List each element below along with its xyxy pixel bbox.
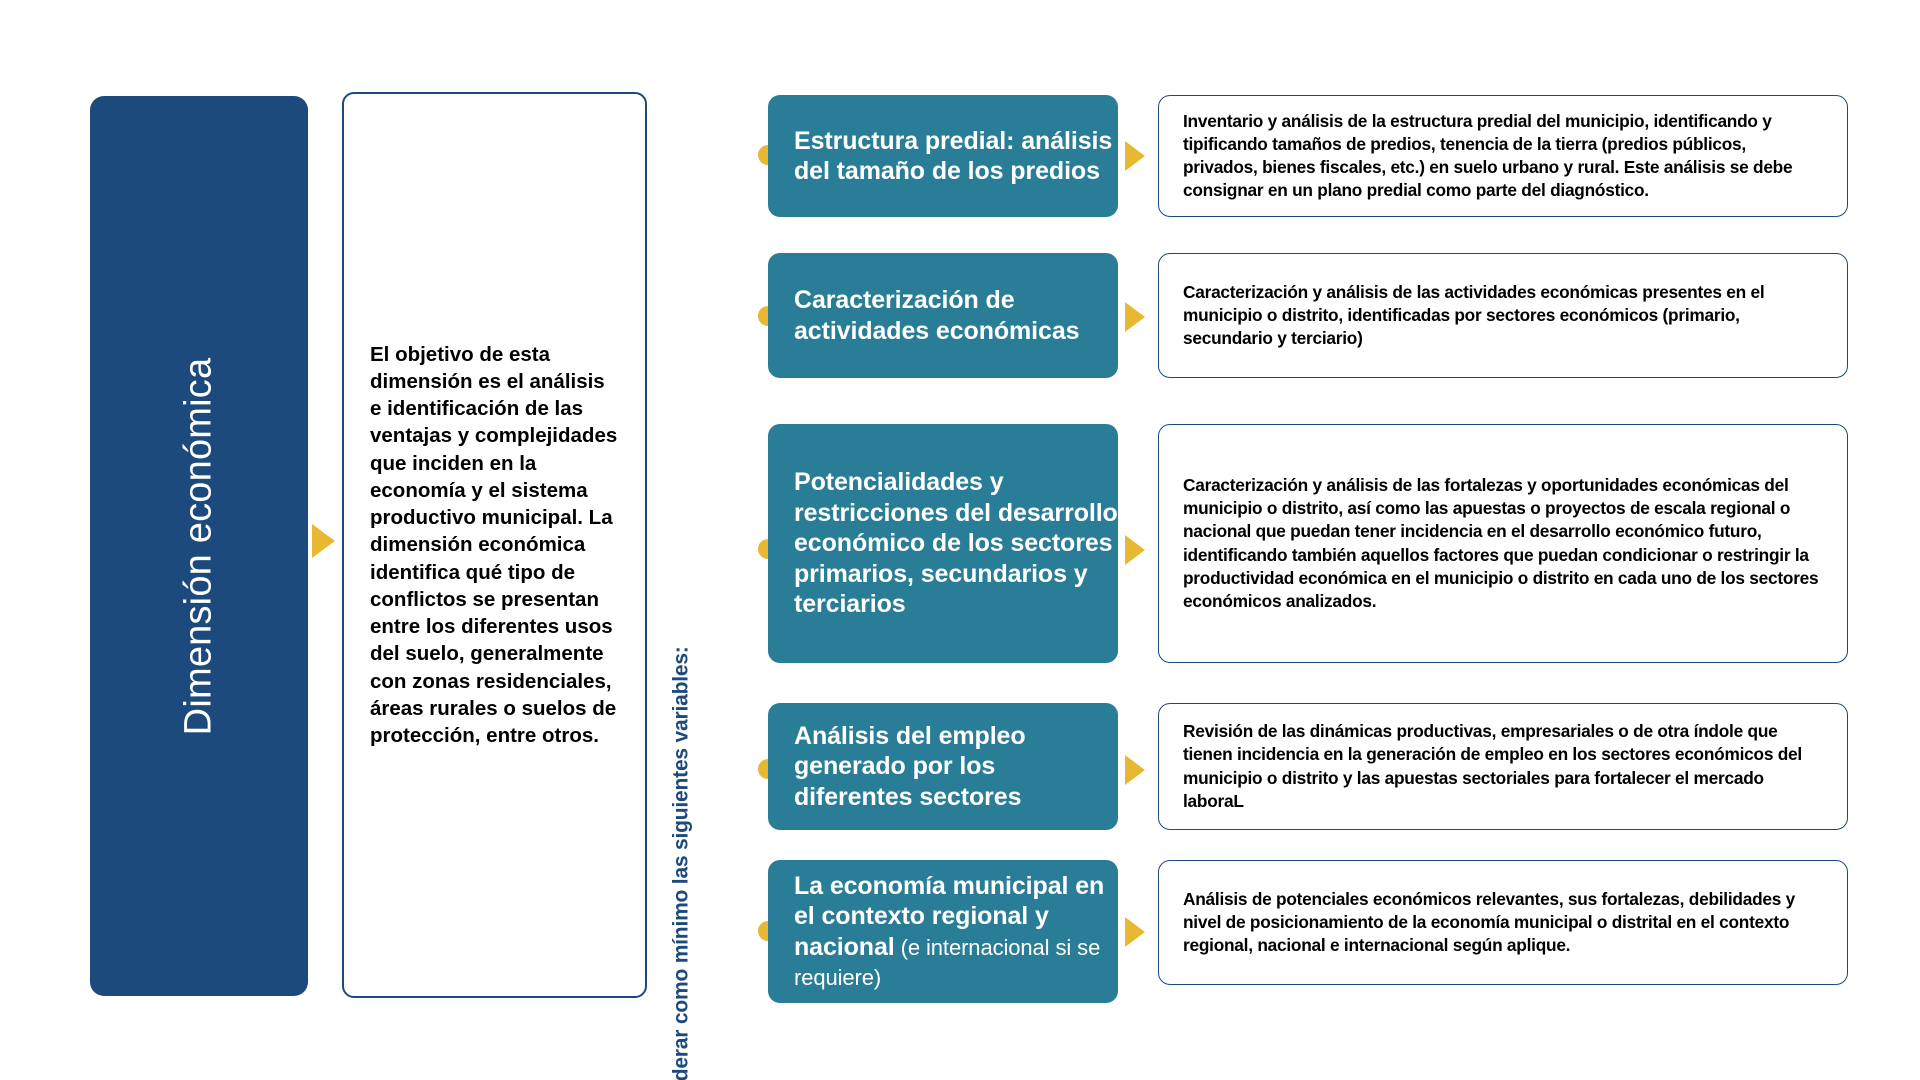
variable-title-4: Análisis del empleo generado por los dif…	[794, 721, 1026, 811]
arrow-right-icon-2	[1125, 302, 1145, 332]
variables-caption-text: Para ello se deben considerar como mínim…	[670, 646, 694, 1080]
variable-title-5: La economía municipal en el contexto reg…	[768, 871, 1118, 993]
variable-box-4[interactable]: Análisis del empleo generado por los dif…	[768, 703, 1118, 830]
arrow-right-icon-panel-to-objective	[312, 524, 335, 558]
objective-card: El objetivo de esta dimensión es el anál…	[342, 92, 647, 998]
description-box-2: Caracterización y análisis de las activi…	[1158, 253, 1848, 378]
description-box-4: Revisión de las dinámicas productivas, e…	[1158, 703, 1848, 830]
variable-title-5-main: La economía municipal en el contexto reg…	[794, 871, 1105, 961]
description-text-4: Revisión de las dinámicas productivas, e…	[1183, 721, 1802, 811]
variable-box-2[interactable]: Caracterización de actividades económica…	[768, 253, 1118, 378]
variable-box-3[interactable]: Potencialidades y restricciones del desa…	[768, 424, 1118, 663]
arrow-right-icon-3	[1125, 535, 1145, 565]
description-box-3: Caracterización y análisis de las fortal…	[1158, 424, 1848, 663]
arrow-right-icon-5	[1125, 917, 1145, 947]
variable-box-5[interactable]: La economía municipal en el contexto reg…	[768, 860, 1118, 1003]
variable-title-3: Potencialidades y restricciones del desa…	[794, 468, 1118, 619]
objective-text: El objetivo de esta dimensión es el anál…	[370, 342, 618, 748]
description-text-3: Caracterización y análisis de las fortal…	[1183, 474, 1819, 611]
description-text-2: Caracterización y análisis de las activi…	[1183, 281, 1765, 349]
variables-caption: Para ello se deben considerar como mínim…	[662, 96, 702, 1080]
arrow-right-icon-1	[1125, 141, 1145, 171]
arrow-right-icon-4	[1125, 755, 1145, 785]
variable-box-1[interactable]: Estructura predial: análisis del tamaño …	[768, 95, 1118, 217]
variable-subtitle-5: (e internacional si se requiere)	[794, 934, 1101, 991]
description-box-1: Inventario y análisis de la estructura p…	[1158, 95, 1848, 217]
description-box-5: Análisis de potenciales económicos relev…	[1158, 860, 1848, 985]
dimension-panel: Dimensión económica	[90, 96, 308, 996]
dimension-title: Dimensión económica	[177, 357, 220, 735]
variable-title-1: Estructura predial: análisis del tamaño …	[794, 126, 1113, 186]
description-text-1: Inventario y análisis de la estructura p…	[1183, 110, 1793, 201]
variable-title-2: Caracterización de actividades económica…	[794, 286, 1080, 345]
description-text-5: Análisis de potenciales económicos relev…	[1183, 888, 1796, 956]
